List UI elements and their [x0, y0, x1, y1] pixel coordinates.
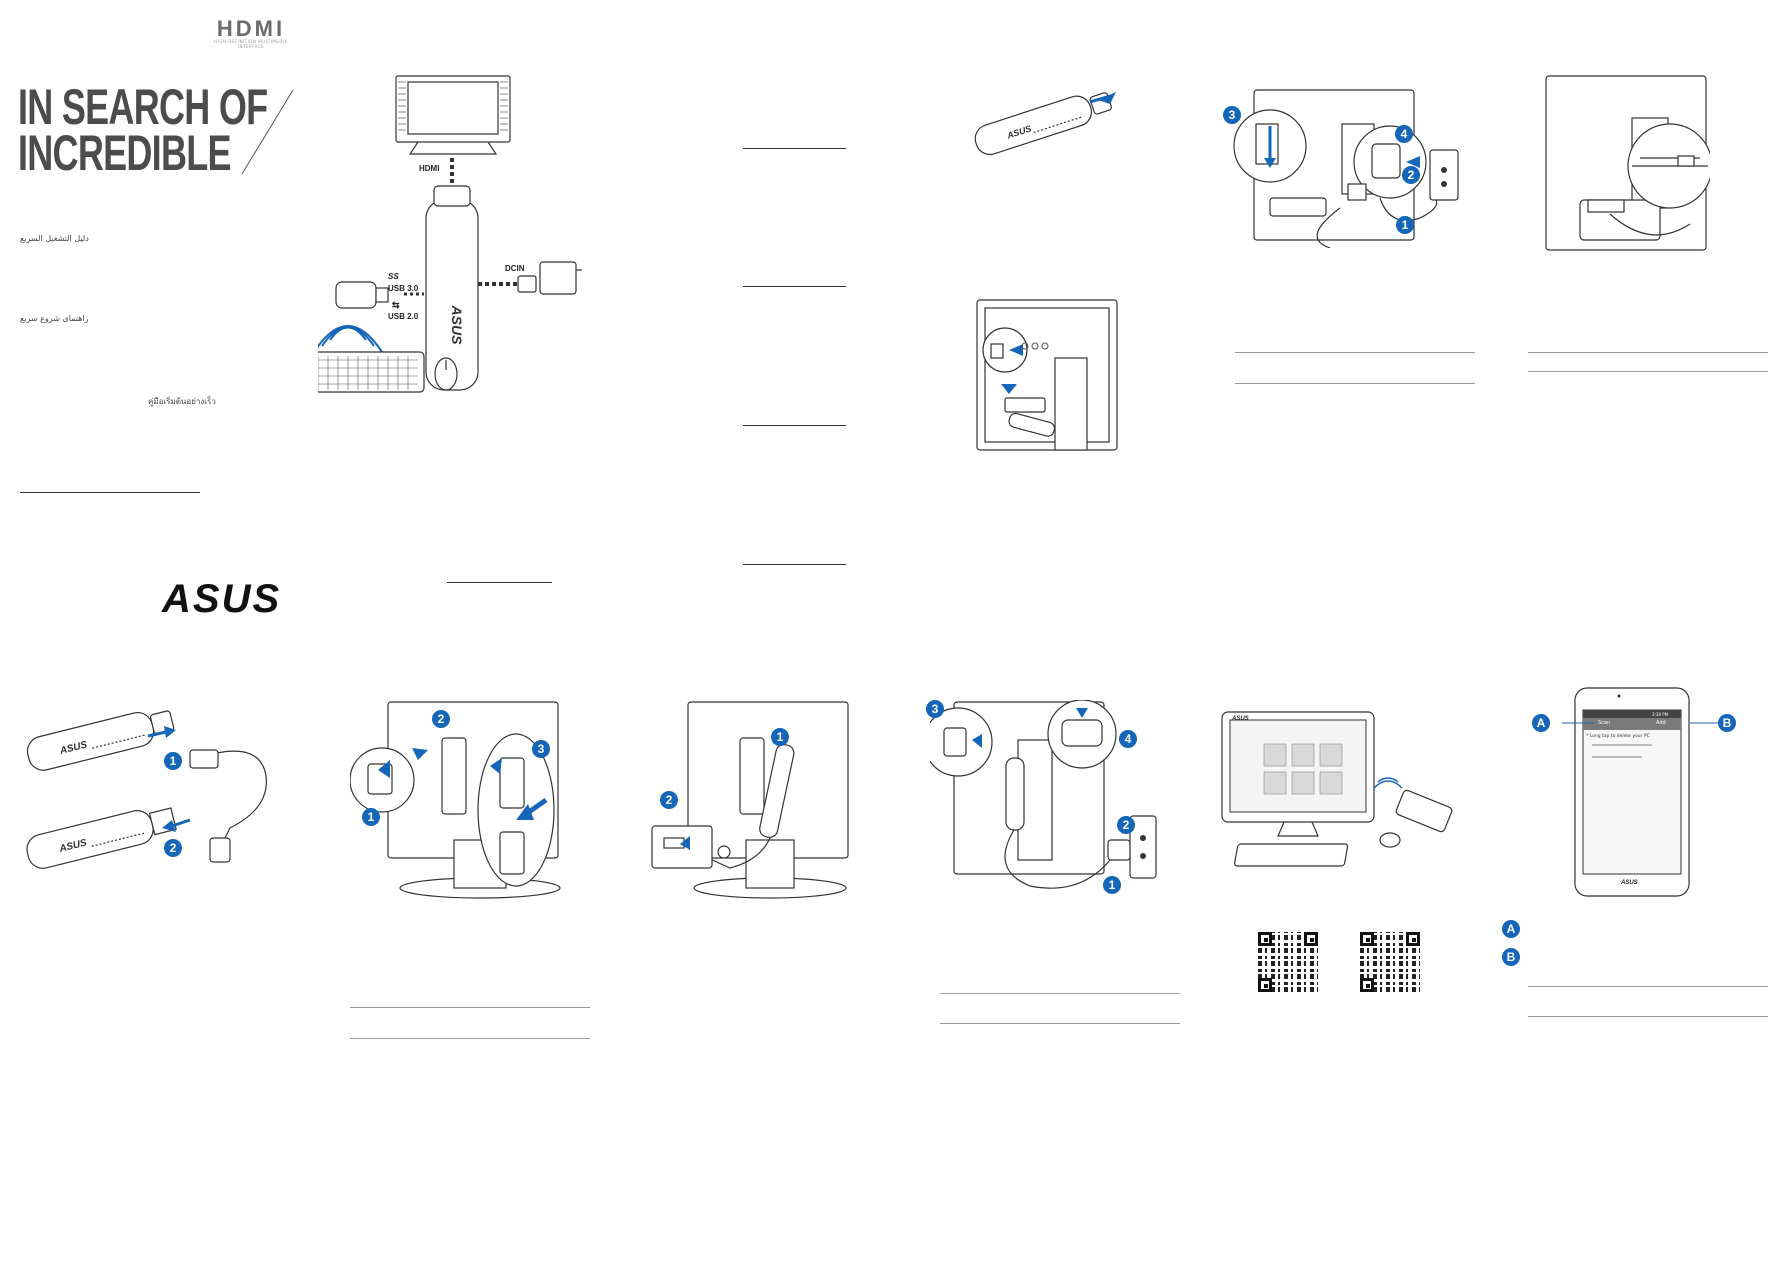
callout-a-marker: A [1532, 714, 1550, 732]
step-1-marker: 1 [164, 752, 182, 770]
step-4-marker: 4 [1395, 125, 1413, 143]
stick-brand-label: ASUS [449, 305, 465, 346]
delete-hint: * Long tap to delete your PC [1586, 734, 1650, 739]
superspeed-usb-icon: SS [388, 272, 399, 281]
status-time: 3:30 PM [1652, 712, 1669, 717]
step-1-marker: 1 [1396, 216, 1414, 234]
legend-a-marker: A [1502, 920, 1520, 938]
usb20-port-label: USB 2.0 [388, 312, 419, 321]
callout-b-marker: B [1718, 714, 1736, 732]
mounted-stick-power-illustration [930, 700, 1157, 889]
step-2-marker: 2 [1117, 816, 1135, 834]
hdmi-port-label: HDMI [419, 164, 440, 173]
panel3-divider-3 [743, 425, 846, 426]
monitor-cable-management [1545, 75, 1710, 251]
step-2-marker: 2 [432, 710, 450, 728]
slogan-line-2: INCREDIBLE [18, 125, 232, 181]
legend-b-marker: B [1502, 948, 1520, 966]
panel6-divider-2 [1528, 371, 1768, 372]
step-1-marker: 1 [362, 808, 380, 826]
hdmi-tagline: HIGH-DEFINITION MULTIMEDIA INTERFACE [214, 39, 288, 49]
phone-remote-app [1574, 687, 1690, 897]
panel5-divider-1 [1235, 352, 1475, 353]
guide-title-persian: راهنمای شروع سریع [20, 314, 89, 323]
panel-b2-divider-1 [350, 1007, 590, 1008]
panel-b2-divider-2 [350, 1038, 590, 1039]
guide-title-thai: คู่มือเริ่มต้นอย่างเร็ว [148, 397, 216, 406]
panel-b6-divider-2 [1528, 1016, 1768, 1017]
step-3-marker: 3 [532, 740, 550, 758]
monitor-brand-label: ASUS [1232, 716, 1249, 722]
step-1-marker: 1 [771, 728, 789, 746]
remote-desktop-illustration [1221, 711, 1453, 867]
pc-list-item[interactable] [1592, 744, 1652, 746]
slogan-line-1: IN SEARCH OF [18, 79, 268, 135]
panel3-divider-1 [743, 148, 846, 149]
qr-code-android [1258, 932, 1318, 992]
usb-icon: ⇆ [392, 300, 400, 310]
phone-brand-label: ASUS [1621, 880, 1638, 886]
asus-logo: ASUS [162, 577, 282, 621]
pc-list-item[interactable] [1592, 756, 1642, 758]
panel6-divider-1 [1528, 352, 1768, 353]
hdmi-logo: HDMI [216, 16, 286, 41]
qr-code-ios [1360, 932, 1420, 992]
step-2-marker: 2 [1402, 166, 1420, 184]
cover-divider [20, 492, 200, 493]
step-1-marker: 1 [1103, 876, 1121, 894]
panel5-divider-2 [1235, 383, 1475, 384]
slogan: IN SEARCH OF INCREDIBLE [18, 79, 268, 181]
monitor-power-connection [1233, 89, 1459, 248]
panel-b6-divider-1 [1528, 986, 1768, 987]
panel2-divider [447, 582, 552, 583]
vesa-bracket-illustration [350, 701, 561, 899]
callout-lines [1562, 722, 1728, 724]
panel-b4-divider-1 [940, 993, 1180, 994]
panel3-divider-4 [743, 564, 846, 565]
panel-b4-divider-2 [940, 1023, 1180, 1024]
monitor-hdmi-connection [976, 299, 1118, 451]
stick-cap-illustration: ASUS [974, 92, 1116, 156]
slogan-slash [241, 89, 294, 175]
step-2-marker: 2 [660, 791, 678, 809]
connection-overview-diagram: ASUS [318, 75, 582, 393]
step-4-marker: 4 [1119, 730, 1137, 748]
stick-mount-illustration [651, 701, 849, 899]
scan-button[interactable]: Scan [1598, 720, 1611, 726]
step-3-marker: 3 [926, 700, 944, 718]
step-2-marker: 2 [164, 839, 182, 857]
guide-title-arabic: دليل التشغيل السريع [20, 234, 89, 243]
panel3-divider-2 [743, 286, 846, 287]
add-button[interactable]: Add [1656, 720, 1666, 726]
usb30-port-label: USB 3.0 [388, 284, 419, 293]
hdmi-extension-illustration: ASUS ASUS [26, 710, 267, 869]
step-3-marker: 3 [1223, 106, 1241, 124]
dcin-port-label: DCIN [505, 264, 525, 273]
